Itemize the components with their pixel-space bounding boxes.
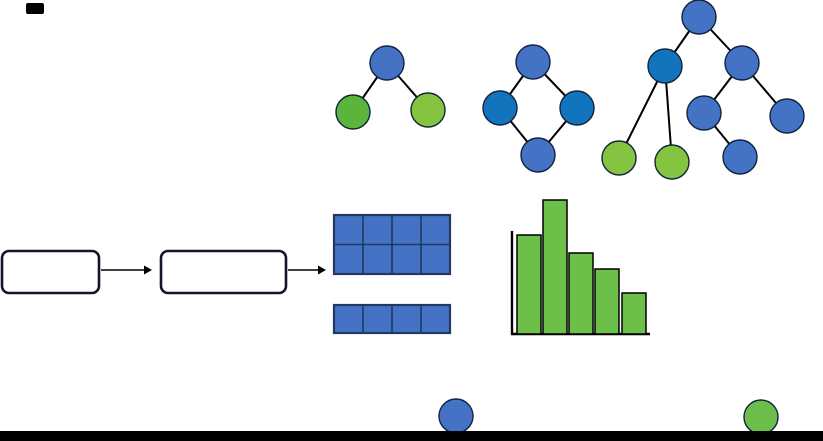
tree1-leaf-right-node (410, 92, 446, 128)
tree3-grandchild-1-node (686, 95, 722, 131)
tree1-leaf-left-node (335, 94, 371, 130)
footer-bar (0, 431, 823, 441)
flow-arrow-2-head (318, 265, 326, 275)
tree3-leaf-1-node (601, 140, 637, 176)
legend-dot-green (743, 399, 779, 435)
flow-box-1 (0, 249, 101, 295)
tree3-child-right-node (724, 45, 760, 81)
histogram-bar-4 (594, 268, 620, 335)
tree3-leaf-2-node (654, 144, 690, 180)
legend-dot-blue (438, 398, 474, 434)
histogram-bar-5 (621, 292, 647, 335)
histogram-bar-2 (542, 199, 568, 335)
tree2-child-left-node (482, 90, 518, 126)
tree3-grandchild-2-node (769, 98, 805, 134)
data-grid-main-border (332, 213, 452, 276)
flow-arrow-1-head (144, 265, 152, 275)
tree2-merge-node-node (520, 137, 556, 173)
logo-mark (26, 3, 44, 14)
tree3-leaf-3-node (722, 139, 758, 175)
tree2-root-node (515, 44, 551, 80)
histogram-bar-1 (516, 234, 542, 335)
tree1-root-node (369, 45, 405, 81)
tree3-child-left-node (647, 48, 683, 84)
flow-box-2 (159, 249, 288, 295)
data-grid-sample-border (332, 303, 452, 335)
tree3-root-node (681, 0, 717, 35)
histogram-bar-3 (568, 252, 594, 335)
tree2-child-right-node (559, 90, 595, 126)
